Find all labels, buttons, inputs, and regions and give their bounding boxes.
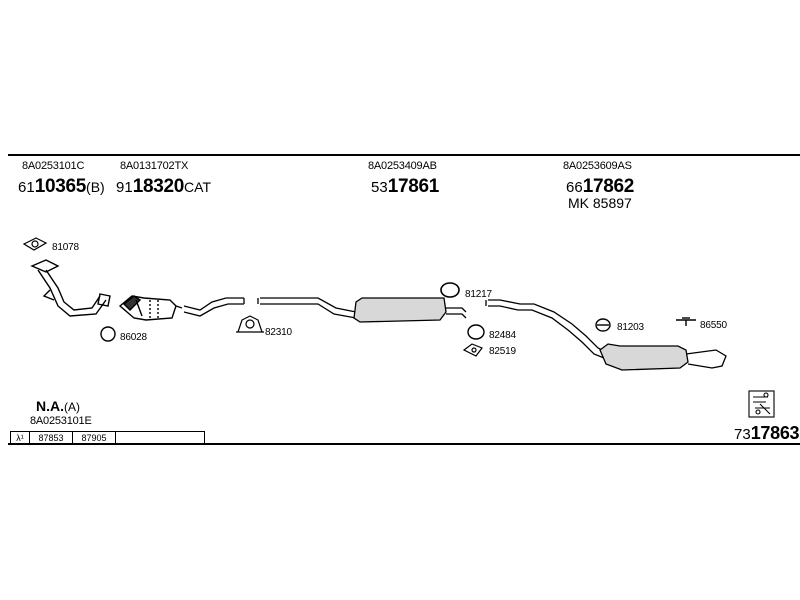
part-label-81203: 81203 (617, 322, 644, 333)
lambda-symbol: λ¹ (11, 432, 30, 444)
center-muffler-icon (257, 297, 467, 323)
part-label-86028: 86028 (120, 332, 147, 343)
kit-number-prefix: 73 (734, 426, 751, 443)
rubber-mount-81203-icon (595, 318, 611, 332)
ring-86028-icon (100, 326, 116, 342)
catalytic-converter-icon (118, 295, 183, 321)
header-number-1-suffix: (B) (86, 179, 105, 195)
bracket-86550-icon (676, 317, 696, 326)
kit-number: 7317863 (734, 423, 800, 443)
intermediate-pipe-icon (183, 297, 245, 317)
part-label-86550: 86550 (700, 320, 727, 331)
na-label-suffix: (A) (64, 400, 80, 414)
gasket-82519-icon (462, 343, 483, 357)
mounting-kit-icon (748, 390, 775, 418)
lambda-part-2: 87905 (73, 432, 116, 444)
part-label-81217: 81217 (465, 289, 492, 300)
header-number-3: 5317861 (371, 177, 439, 196)
part-label-81078: 81078 (52, 242, 79, 253)
part-label-82484: 82484 (489, 330, 516, 341)
header-number-3-prefix: 53 (371, 179, 388, 196)
lambda-empty-cell (116, 432, 166, 444)
lambda-part-1: 87853 (30, 432, 73, 444)
header-code-4: 8A0253609AS (563, 160, 632, 172)
lambda-sensor-table: λ¹ 87853 87905 (10, 431, 205, 445)
front-pipe-icon (30, 259, 111, 317)
header-code-2: 8A0131702TX (120, 160, 189, 172)
rear-muffler-icon (485, 299, 727, 371)
clamp-82310-icon (236, 315, 264, 333)
header-number-4-main: 17862 (582, 176, 635, 197)
kit-number-main: 17863 (750, 423, 800, 443)
header-number-2-main: 18320 (132, 176, 185, 197)
ring-82484-icon (467, 324, 485, 340)
header-number-1: 6110365(B) (18, 177, 105, 196)
na-code: 8A0253101E (30, 415, 92, 427)
mk-label: MK 85897 (568, 195, 632, 211)
header-number-2: 9118320CAT (116, 177, 211, 196)
header-number-1-prefix: 61 (18, 179, 35, 196)
header-number-2-suffix: CAT (184, 179, 211, 195)
part-label-82519: 82519 (489, 346, 516, 357)
header-number-4-prefix: 66 (566, 179, 583, 196)
gasket-81078-icon (22, 237, 48, 251)
header-number-4: 6617862 (566, 177, 634, 196)
header-code-1: 8A0253101C (22, 160, 85, 172)
header-number-3-main: 17861 (387, 176, 440, 197)
header-number-2-prefix: 91 (116, 179, 133, 196)
na-label: N.A.(A) (36, 399, 80, 415)
gasket-81217-icon (440, 282, 460, 298)
part-label-82310: 82310 (265, 327, 292, 338)
na-label-text: N.A. (36, 398, 64, 414)
header-number-1-main: 10365 (34, 176, 87, 197)
header-code-3: 8A0253409AB (368, 160, 437, 172)
